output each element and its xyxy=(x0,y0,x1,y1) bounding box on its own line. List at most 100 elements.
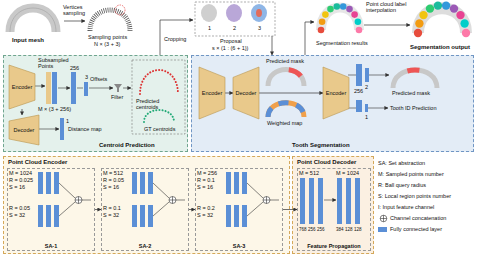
centroid-network-part xyxy=(71,72,76,104)
segmentation-network-part-part xyxy=(348,75,356,76)
annotation: Predicted mask xyxy=(392,90,430,96)
segmentation-output-part xyxy=(462,29,470,37)
proposal-crops-part xyxy=(251,4,267,22)
set-abstraction-layers-part-part xyxy=(54,205,59,227)
annotation: 128 xyxy=(354,228,362,233)
set-abstraction-layers-part xyxy=(75,197,270,204)
proposal-crops-part xyxy=(201,4,217,22)
annotation: 1 xyxy=(365,114,368,120)
set-abstraction-layers-part-part xyxy=(226,172,231,194)
set-abstraction-layers-part-part xyxy=(132,172,137,194)
decoder-block: Decoder xyxy=(233,67,259,119)
annotation: S = 32 xyxy=(9,212,25,218)
set-abstraction-layers-part-part xyxy=(140,205,145,227)
annotation: 2 xyxy=(365,84,368,90)
panel-title: Point Cloud Encoder xyxy=(8,159,67,166)
centroid-network-part-part xyxy=(77,88,83,89)
block-label: Decoder xyxy=(236,90,257,96)
feature-propagation-layers-part xyxy=(300,178,360,224)
set-abstraction-layers-part-part xyxy=(242,172,247,194)
annotation: GT centroids xyxy=(144,126,175,132)
annotation: Sampling points xyxy=(88,34,127,40)
segmentation-output xyxy=(414,1,470,37)
feature-propagation-layers-part-part xyxy=(346,178,351,224)
annotation: R = 0.05 xyxy=(103,177,124,183)
flow-arrow xyxy=(259,93,323,94)
annotation: M = 512 xyxy=(103,170,123,176)
annotation: Offsets xyxy=(90,76,107,82)
centroid-network xyxy=(34,60,185,140)
centroid-network-part xyxy=(132,60,185,134)
annotation: 256 xyxy=(354,88,363,94)
set-abstraction-layers-part-part xyxy=(38,205,43,227)
annotation: 1 xyxy=(208,25,211,31)
segmentation-network-part xyxy=(393,70,437,88)
set-abstraction-layers-part-part xyxy=(132,205,137,227)
annotation: R = 0.025 xyxy=(9,177,33,183)
set-abstraction-layers-part-part xyxy=(75,197,82,204)
annotation: 1 xyxy=(66,118,69,124)
segmentation-output-part xyxy=(418,8,466,33)
panel-title: SA-3 xyxy=(196,243,282,249)
feature-propagation-layers-part-part xyxy=(318,178,323,224)
set-abstraction-layers-part-part xyxy=(242,205,247,227)
segmentation-results-part xyxy=(355,19,362,26)
encoder-block: Encoder xyxy=(199,67,225,119)
segmentation-network-part xyxy=(268,103,304,117)
trapezoid xyxy=(199,67,225,119)
set-abstraction-layers-part xyxy=(59,183,279,216)
set-abstraction-layers-part-part xyxy=(176,200,185,201)
legend-entry: Fully connected layer xyxy=(390,226,442,232)
annotation: Predicted mask xyxy=(266,58,304,64)
segmentation-network-part xyxy=(268,70,304,87)
annotation: M = 1024 xyxy=(9,170,32,176)
concat-symbol-part xyxy=(380,215,387,222)
set-abstraction-layers-part-part xyxy=(38,172,43,194)
segmentation-output-part xyxy=(415,19,423,27)
annotation: 256 xyxy=(317,228,325,233)
set-abstraction-layers-part-part xyxy=(247,183,263,198)
annotation: Cropping xyxy=(164,36,186,42)
annotation: 768 xyxy=(299,228,307,233)
annotation: S = 16 xyxy=(197,184,213,190)
set-abstraction-layers-part-part xyxy=(234,205,239,227)
annotation: R = 0.1 xyxy=(197,177,215,183)
annotation: M × (3 + 256) xyxy=(38,106,71,112)
centroid-network-part xyxy=(144,110,174,122)
trapezoid xyxy=(9,65,35,109)
segmentation-output-part xyxy=(450,4,458,12)
set-abstraction-layers-part-part xyxy=(153,183,169,198)
panel-fill xyxy=(3,55,474,254)
annotation: 128 xyxy=(345,228,353,233)
segmentation-results xyxy=(318,3,363,33)
proposal-crops-part xyxy=(256,9,262,17)
input-mesh-part xyxy=(10,8,56,32)
set-abstraction-layers-part-part xyxy=(59,183,75,198)
panel-title: SA-2 xyxy=(102,243,188,249)
set-abstraction-layers-part-part xyxy=(140,172,145,194)
annotation: Vertices sampling xyxy=(63,4,91,16)
feature-propagation-layers xyxy=(300,178,360,224)
flow-arrow-part xyxy=(64,21,85,22)
flow-arrow xyxy=(283,209,297,210)
panel-fill-part xyxy=(292,156,374,254)
segmentation-network-part-part xyxy=(369,75,389,76)
legend-entry: I: Input feature channel xyxy=(378,204,434,210)
set-abstraction-layers-part-part xyxy=(46,172,51,194)
annotation: 3 xyxy=(85,74,88,80)
annotation: 256 xyxy=(70,65,79,71)
annotation: Predicted centroids xyxy=(136,98,182,110)
segmentation-results-part xyxy=(340,3,347,10)
panel-title: Centroid Prediction xyxy=(99,142,155,149)
set-abstraction-layers-part-part xyxy=(263,197,270,204)
flow-arrow-part xyxy=(160,20,193,55)
annotation: Tooth ID Prediction xyxy=(390,105,436,111)
annotation: R = 0.1 xyxy=(103,205,121,211)
segmentation-network-part xyxy=(268,70,304,87)
panel-title: SA-1 xyxy=(8,243,94,249)
set-abstraction-layers-part-part xyxy=(148,205,153,227)
set-abstraction-layers-part-part xyxy=(169,197,176,204)
panel-fill-part xyxy=(3,55,188,152)
set-abstraction-layers-part-part xyxy=(263,197,270,204)
